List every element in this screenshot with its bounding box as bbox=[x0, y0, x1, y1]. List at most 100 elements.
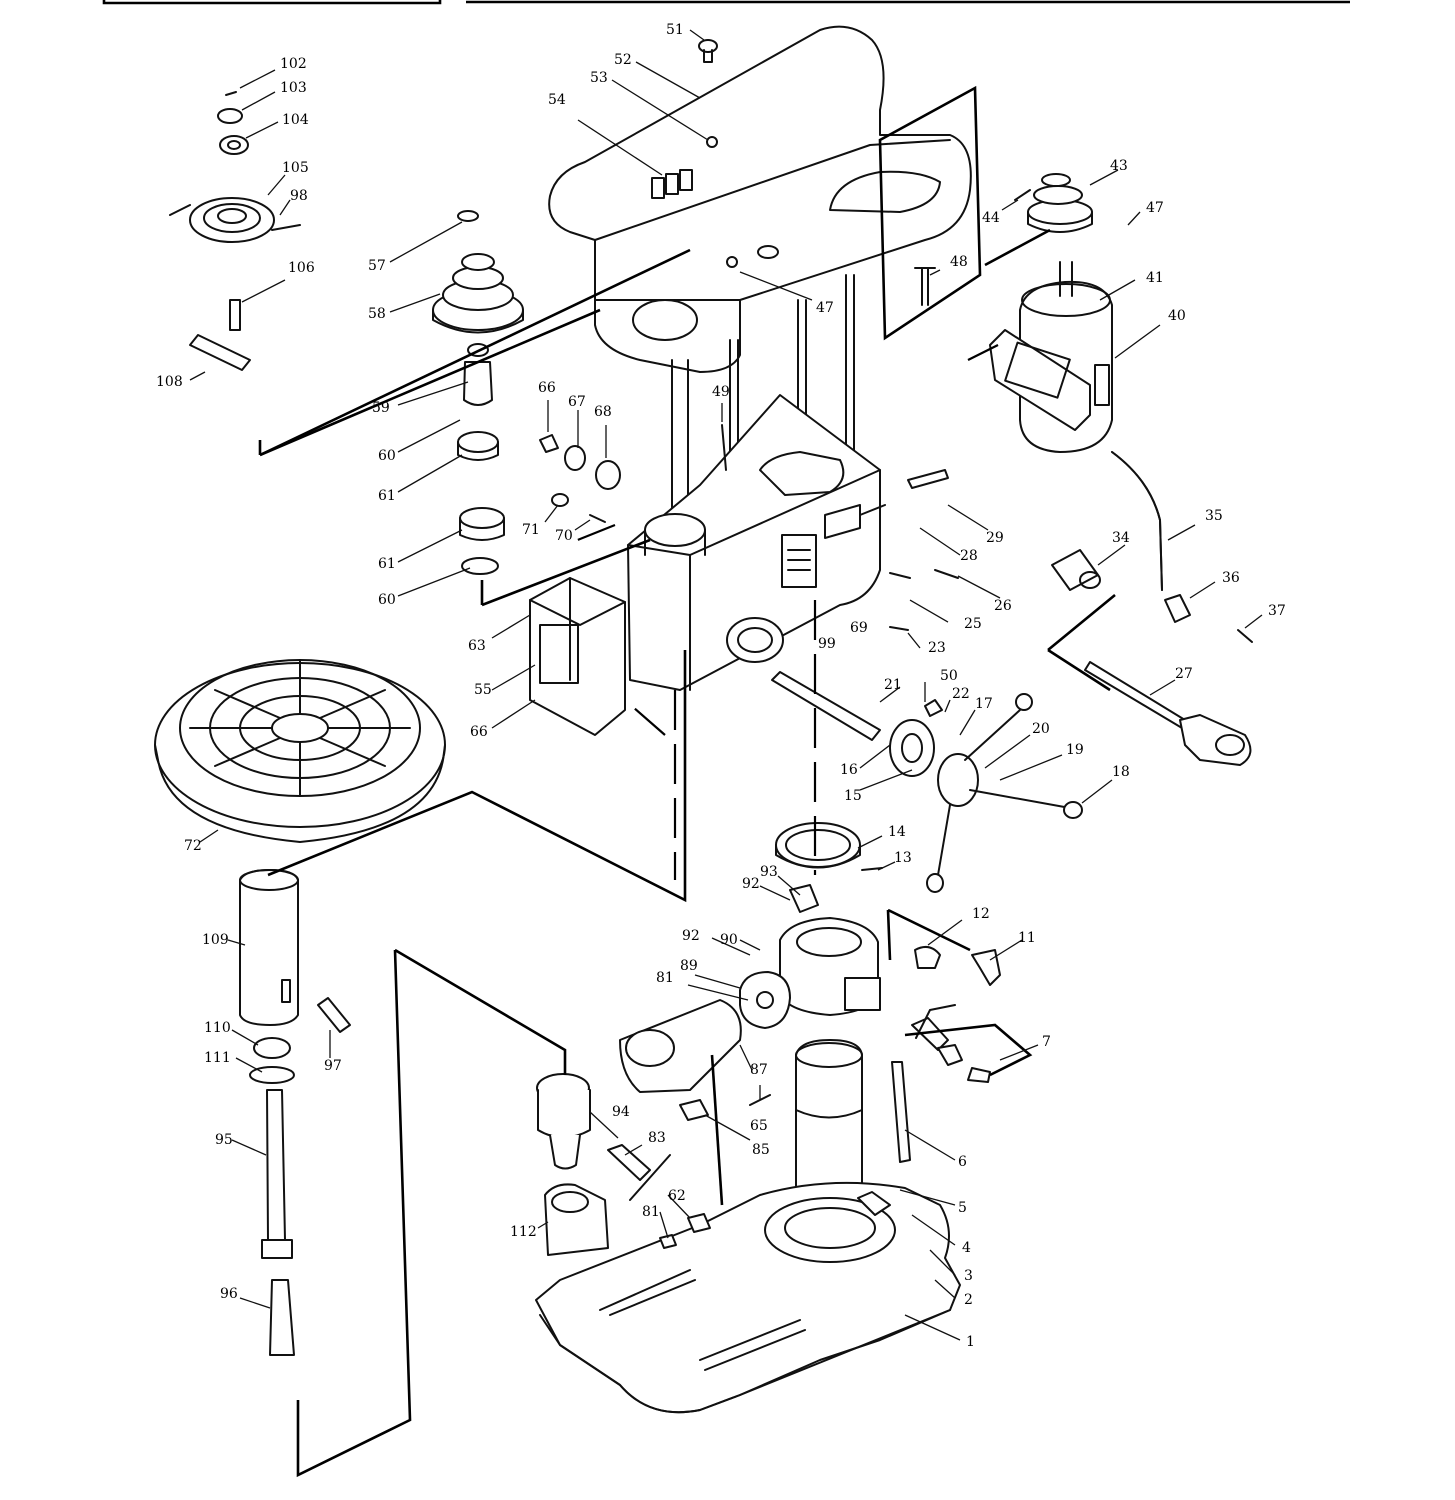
leader-lines bbox=[189, 29, 1263, 1341]
label-14: 14 bbox=[888, 824, 906, 840]
key-97 bbox=[317, 997, 351, 1033]
label-89: 89 bbox=[680, 958, 698, 974]
spindle-pulley bbox=[432, 210, 524, 575]
label-93: 93 bbox=[760, 864, 778, 880]
label-19: 19 bbox=[1066, 742, 1084, 758]
label-59: 59 bbox=[372, 400, 390, 416]
label-51: 51 bbox=[666, 22, 684, 38]
label-7: 7 bbox=[1042, 1034, 1051, 1050]
motor bbox=[989, 261, 1113, 453]
label-109: 109 bbox=[202, 932, 229, 948]
label-70: 70 bbox=[555, 528, 573, 544]
label-28: 28 bbox=[960, 548, 978, 564]
label-69: 69 bbox=[850, 620, 868, 636]
drill-chuck bbox=[536, 1073, 591, 1170]
switch-lever bbox=[1084, 661, 1252, 766]
label-106: 106 bbox=[288, 260, 315, 276]
label-92b: 92 bbox=[682, 928, 700, 944]
label-23: 23 bbox=[928, 640, 946, 656]
label-26: 26 bbox=[994, 598, 1012, 614]
label-96: 96 bbox=[220, 1286, 238, 1302]
label-50: 50 bbox=[940, 668, 958, 684]
label-105: 105 bbox=[282, 160, 309, 176]
label-102: 102 bbox=[280, 56, 307, 72]
label-71: 71 bbox=[522, 522, 540, 538]
label-53: 53 bbox=[590, 70, 608, 86]
quill bbox=[239, 869, 299, 1026]
label-44: 44 bbox=[982, 210, 1000, 226]
label-103: 103 bbox=[280, 80, 307, 96]
label-29: 29 bbox=[986, 530, 1004, 546]
spindle bbox=[249, 1037, 295, 1356]
label-92a: 92 bbox=[742, 876, 760, 892]
chuck-guard bbox=[544, 1183, 609, 1256]
label-3: 3 bbox=[964, 1268, 973, 1284]
label-108: 108 bbox=[156, 374, 183, 390]
label-35: 35 bbox=[1205, 508, 1223, 524]
label-81b: 81 bbox=[642, 1204, 660, 1220]
label-41: 41 bbox=[1146, 270, 1164, 286]
label-55: 55 bbox=[474, 682, 492, 698]
label-112: 112 bbox=[510, 1224, 537, 1240]
feed-handle-assembly bbox=[771, 671, 1083, 893]
part-labels: 1 2 3 4 5 6 7 11 12 13 14 15 16 17 18 19… bbox=[156, 22, 1286, 1350]
label-111: 111 bbox=[204, 1050, 231, 1066]
label-72: 72 bbox=[184, 838, 202, 854]
label-68: 68 bbox=[594, 404, 612, 420]
motor-pulley bbox=[1014, 173, 1093, 233]
label-63: 63 bbox=[468, 638, 486, 654]
label-4: 4 bbox=[962, 1240, 971, 1256]
label-98: 98 bbox=[290, 188, 308, 204]
label-16: 16 bbox=[840, 762, 858, 778]
label-15: 15 bbox=[844, 788, 862, 804]
label-1: 1 bbox=[966, 1334, 975, 1350]
label-57: 57 bbox=[368, 258, 386, 274]
rack bbox=[891, 1061, 911, 1163]
label-21: 21 bbox=[884, 677, 902, 693]
label-18: 18 bbox=[1112, 764, 1130, 780]
label-61a: 61 bbox=[378, 488, 396, 504]
label-67: 67 bbox=[568, 394, 586, 410]
label-36: 36 bbox=[1222, 570, 1240, 586]
label-99: 99 bbox=[818, 636, 836, 652]
label-87: 87 bbox=[750, 1062, 768, 1078]
label-27: 27 bbox=[1175, 666, 1193, 682]
work-table bbox=[154, 659, 446, 843]
assembly-lines bbox=[258, 85, 1116, 1478]
page-header-frame bbox=[102, 0, 1350, 5]
drill-head-casting bbox=[627, 394, 881, 691]
label-66a: 66 bbox=[538, 380, 556, 396]
table-bracket bbox=[619, 884, 881, 1093]
label-85: 85 bbox=[752, 1142, 770, 1158]
label-5: 5 bbox=[958, 1200, 967, 1216]
label-95: 95 bbox=[215, 1132, 233, 1148]
chuck-key bbox=[607, 1144, 671, 1201]
label-49: 49 bbox=[712, 384, 730, 400]
label-52: 52 bbox=[614, 52, 632, 68]
label-20: 20 bbox=[1032, 721, 1050, 737]
label-37: 37 bbox=[1268, 603, 1286, 619]
label-34: 34 bbox=[1112, 530, 1130, 546]
label-22: 22 bbox=[952, 686, 970, 702]
label-81a: 81 bbox=[656, 970, 674, 986]
label-17: 17 bbox=[975, 696, 993, 712]
label-60b: 60 bbox=[378, 592, 396, 608]
label-65: 65 bbox=[750, 1118, 768, 1134]
label-2: 2 bbox=[964, 1292, 973, 1308]
label-90: 90 bbox=[720, 932, 738, 948]
spring-cap bbox=[775, 822, 861, 869]
label-11: 11 bbox=[1018, 930, 1036, 946]
front-cover bbox=[529, 577, 626, 736]
motor-cord bbox=[1051, 451, 1253, 643]
label-62: 62 bbox=[668, 1188, 686, 1204]
label-47a: 47 bbox=[1146, 200, 1164, 216]
label-47b: 47 bbox=[816, 300, 834, 316]
label-110: 110 bbox=[204, 1020, 231, 1036]
label-61b: 61 bbox=[378, 556, 396, 572]
label-97: 97 bbox=[324, 1058, 342, 1074]
label-54: 54 bbox=[548, 92, 566, 108]
label-60a: 60 bbox=[378, 448, 396, 464]
label-94: 94 bbox=[612, 1104, 630, 1120]
label-83: 83 bbox=[648, 1130, 666, 1146]
